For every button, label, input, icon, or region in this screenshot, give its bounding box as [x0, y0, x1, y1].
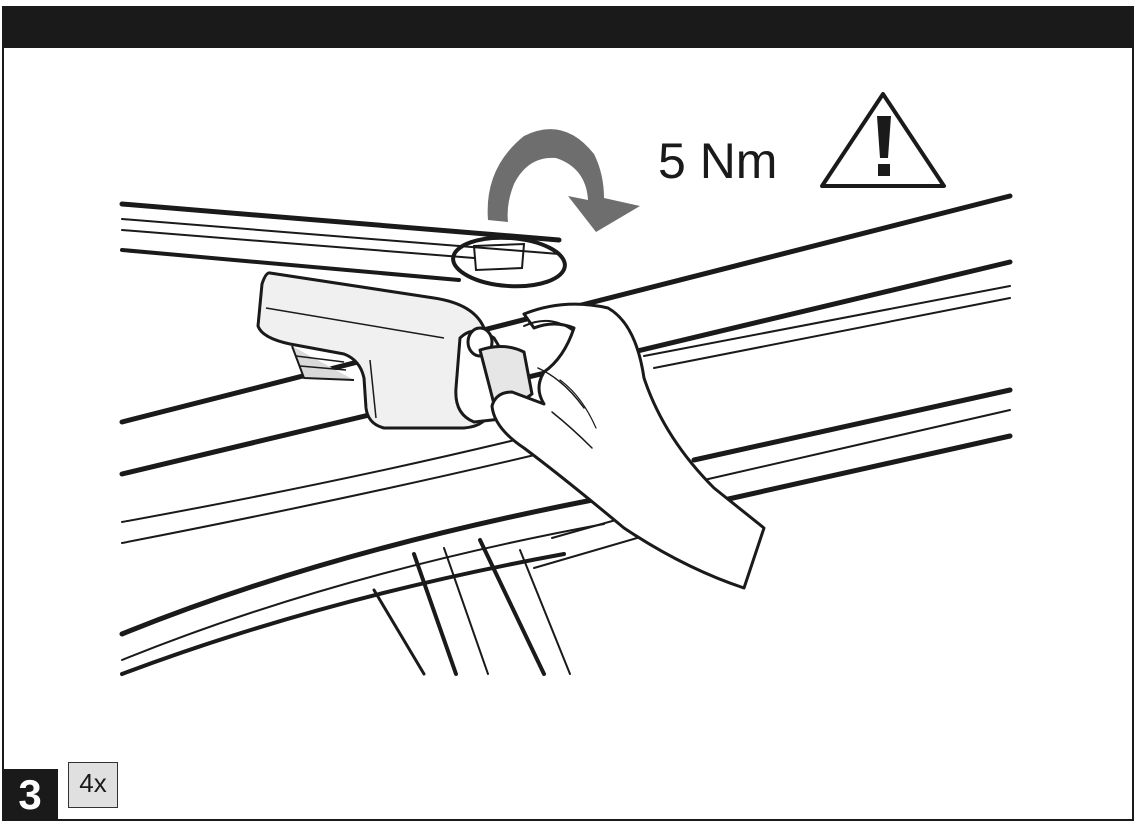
step-number-badge: 3 [2, 769, 58, 821]
warning-triangle-icon [820, 92, 946, 188]
bar-end-cap [472, 242, 526, 272]
clockwise-rotation-arrow-icon [487, 129, 640, 232]
torque-value: 5 Nm [658, 133, 778, 189]
header-bar [4, 8, 1132, 48]
quantity-badge: 4x [68, 762, 118, 808]
mounting-illustration [119, 92, 1013, 676]
bar-end-highlight [451, 235, 567, 289]
mounting-foot [256, 271, 492, 430]
vehicle-roof [119, 387, 1013, 676]
roof-crossbar [119, 201, 562, 282]
instruction-panel: 5 Nm 3 4x [2, 6, 1134, 821]
hand [490, 302, 766, 590]
